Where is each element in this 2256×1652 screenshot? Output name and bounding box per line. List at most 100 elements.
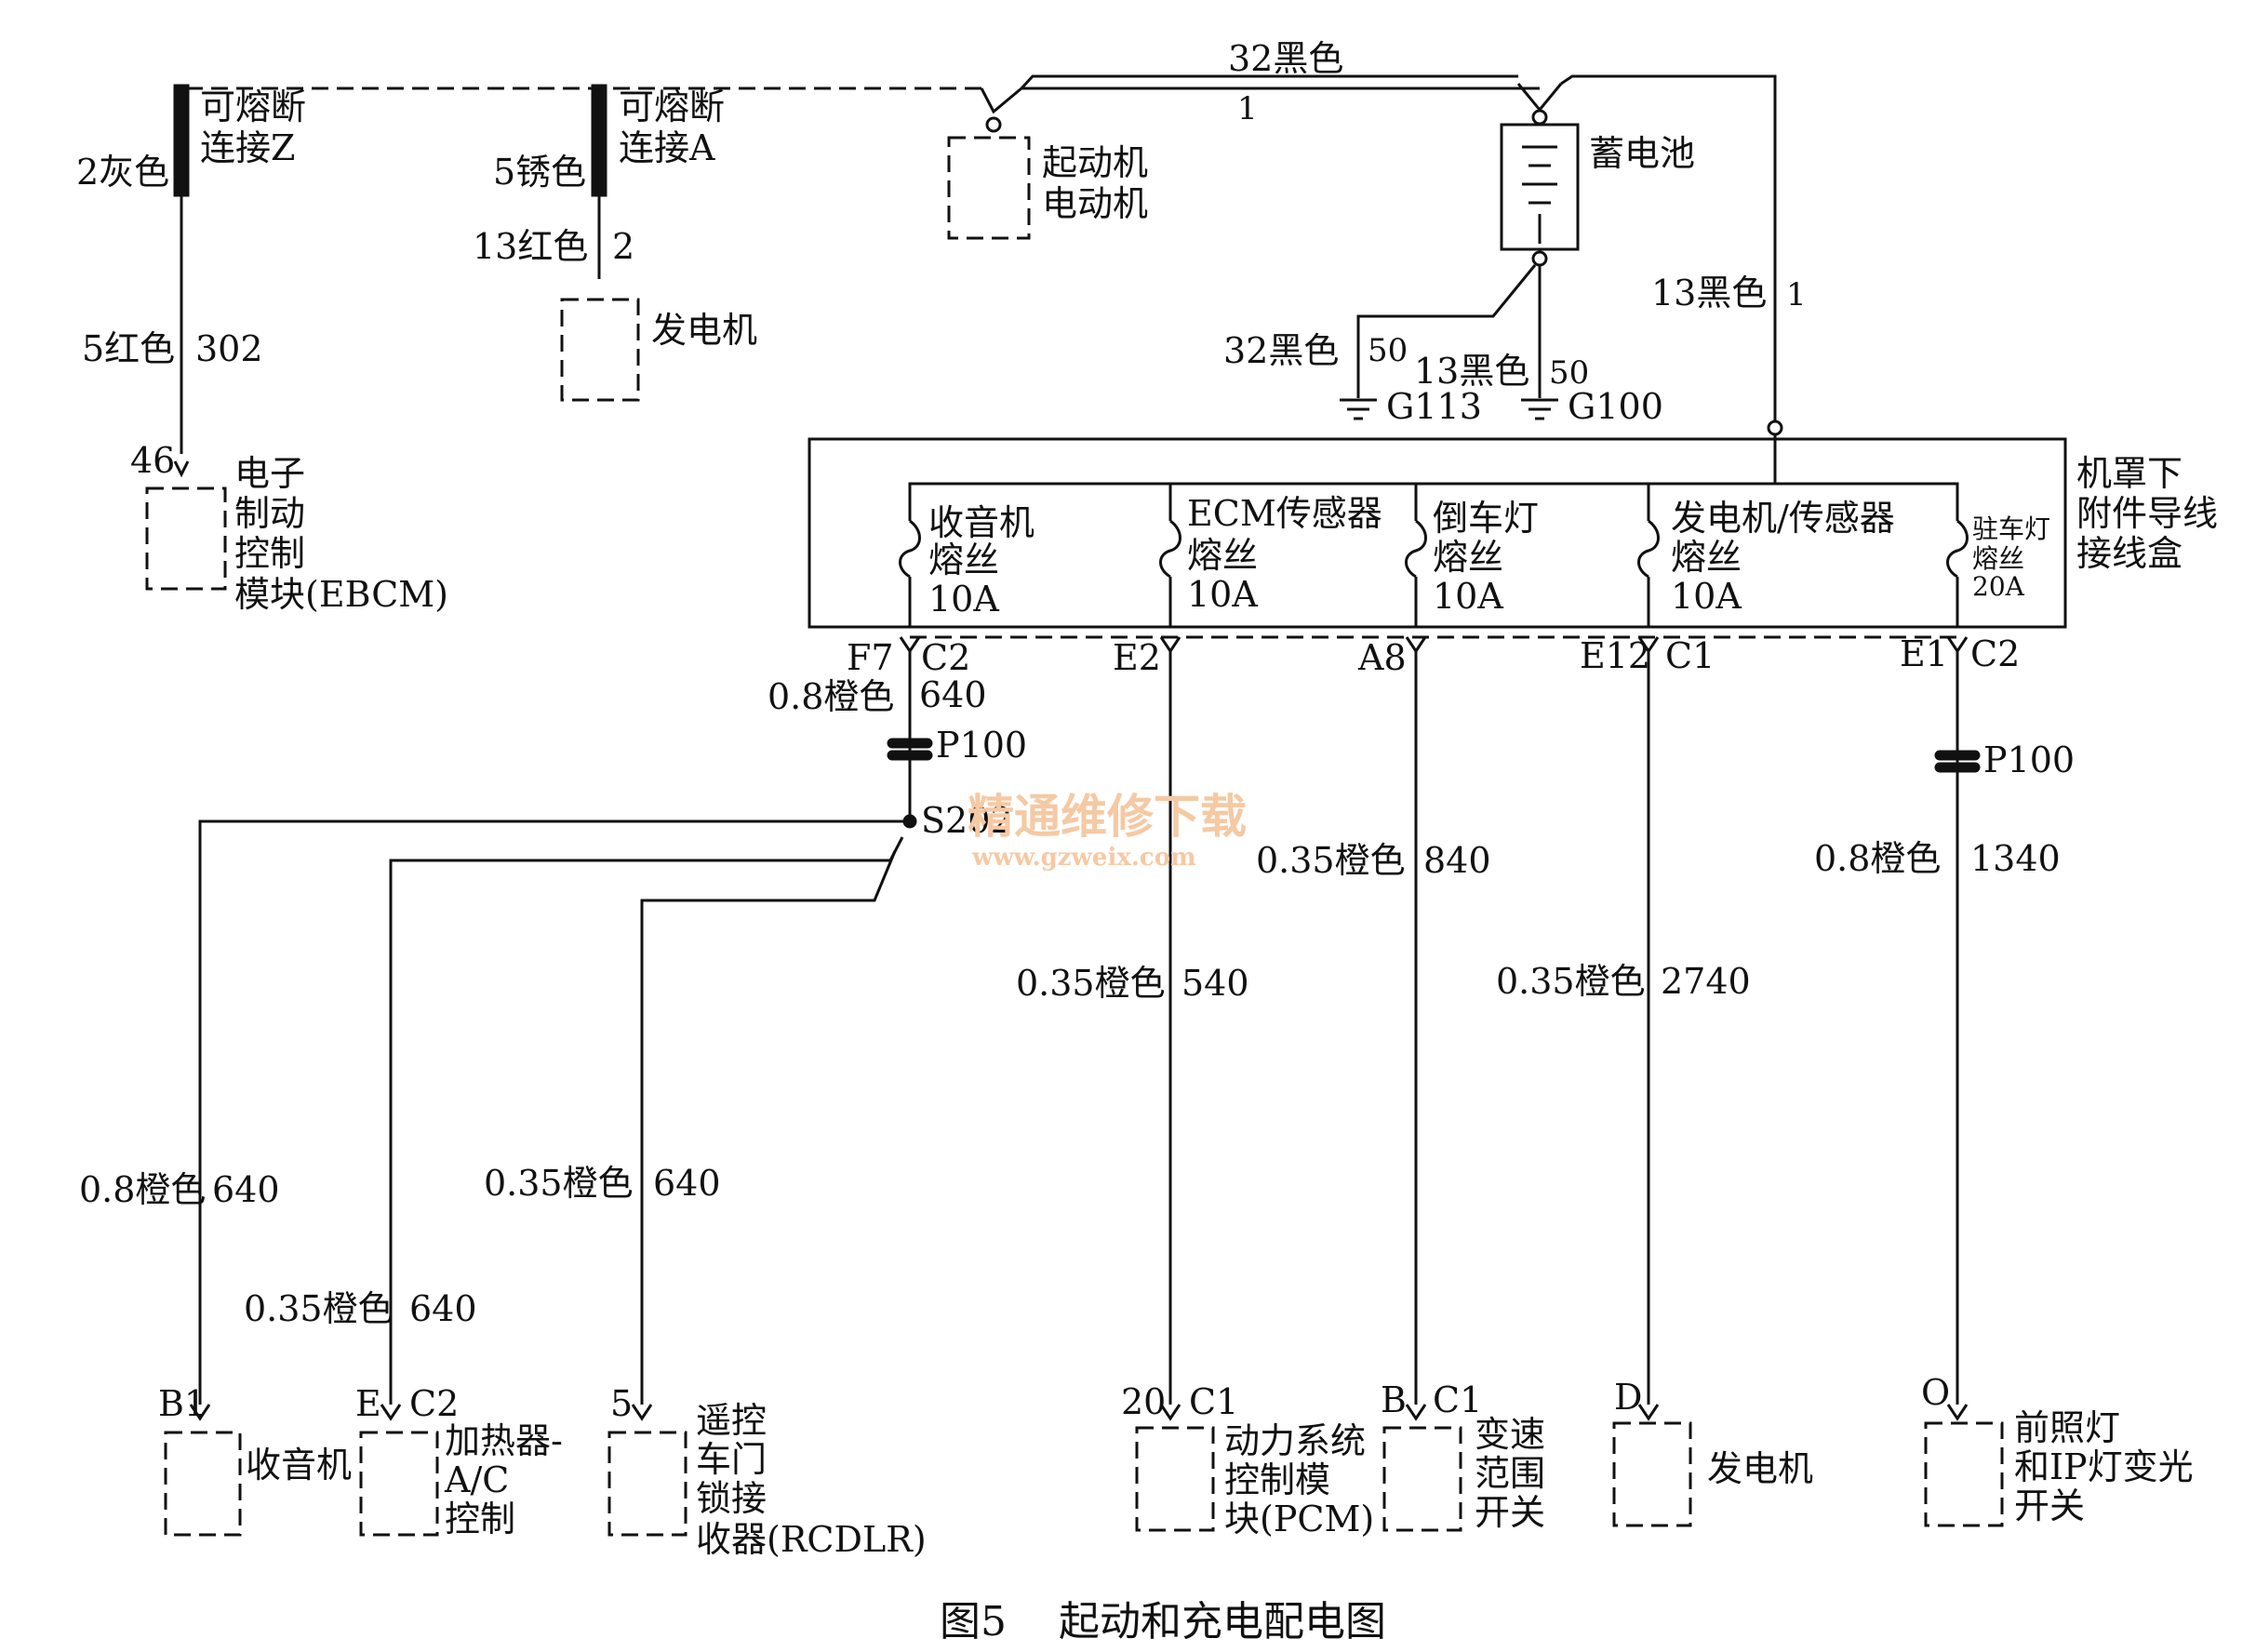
pin-bottom: [189, 1404, 211, 1421]
ebcm-pin-46: [173, 460, 190, 478]
figure-number: 图5: [940, 1598, 1007, 1645]
pin-bottom: [1946, 1404, 1969, 1421]
wire-label: 0.8橙色: [768, 676, 894, 717]
internal-bus: [1775, 482, 1959, 521]
fuse-label: 10A: [1671, 576, 1742, 617]
p100-connector: [887, 738, 933, 749]
pin-bottom: [1159, 1404, 1181, 1421]
load-label: 范围: [1475, 1453, 1545, 1494]
wire-label: 5红色: [82, 328, 175, 369]
wire-label: 5锈色: [493, 152, 586, 193]
load-label: 锁接: [696, 1478, 767, 1519]
battery-label: 蓄电池: [1589, 133, 1695, 174]
connector-label: P100: [936, 725, 1027, 766]
circuit-number: 50: [1549, 354, 1589, 392]
fuse-label: 熔丝: [1187, 535, 1258, 576]
pin-label: E: [355, 1383, 381, 1424]
battery-pos-terminal: [1531, 109, 1548, 126]
load-label: 前照灯: [2014, 1407, 2120, 1448]
wire-label: 32黑色: [1228, 38, 1343, 79]
junction-block-box: [808, 437, 2067, 629]
circuit-number: 1340: [1970, 838, 2061, 879]
load-label: 遥控: [696, 1400, 767, 1441]
fuse-label: ECM传感器: [1187, 493, 1382, 534]
load-generator-box: [1612, 1421, 1692, 1527]
fusible-link-z-element: [173, 84, 190, 197]
connector-label: E1: [1900, 633, 1948, 674]
ground-label: G113: [1386, 386, 1482, 427]
load-label: 收音机: [246, 1445, 352, 1485]
p100-connector: [887, 750, 933, 761]
load-label: 收器(RCDLR): [696, 1519, 927, 1560]
wire-label: 0.35橙色: [1256, 840, 1406, 881]
load-dimmer-box: [1924, 1421, 2004, 1527]
ebcm-box: [145, 486, 227, 591]
connector-label: C1: [1665, 635, 1715, 676]
starter-box: [947, 136, 1031, 240]
load-label: 开关: [2014, 1485, 2085, 1526]
pin-a8: [1405, 636, 1427, 654]
wire-label: 13黑色: [1414, 351, 1529, 392]
fuse-symbol: [1405, 519, 1427, 579]
pin-label: 5: [610, 1383, 633, 1424]
load-label: 动力系统: [1224, 1420, 1366, 1461]
load-rcdlr-box: [607, 1431, 687, 1537]
circuit-number: 640: [653, 1163, 721, 1204]
pin-bottom: [1405, 1404, 1427, 1421]
pin-e1: [1946, 636, 1969, 654]
wire-label: 0.35橙色: [484, 1163, 634, 1204]
wire-label: 32黑色: [1223, 330, 1339, 371]
load-label: 和IP灯变光: [2014, 1446, 2194, 1487]
battery-feed: [1020, 74, 1518, 90]
fusible-link-a-label: 可熔断: [619, 87, 725, 127]
wire-label: 2灰色: [76, 152, 169, 193]
wire-label: 0.8橙色: [79, 1169, 206, 1210]
pin-label: 20: [1121, 1381, 1166, 1422]
fuse-symbol: [1159, 519, 1181, 579]
fuse-symbol: [899, 519, 921, 579]
fuse-label: 驻车灯: [1972, 513, 2050, 544]
battery-box: [1500, 123, 1580, 251]
connector-label: C2: [921, 637, 970, 678]
fuse-label: 熔丝: [1433, 537, 1503, 578]
circuit-number: 50: [1368, 332, 1408, 369]
pin-bottom: [631, 1404, 653, 1421]
load-label: 控制模: [1224, 1459, 1330, 1500]
connector-label: F7: [847, 637, 894, 678]
junction-block-label: 附件导线: [2076, 493, 2218, 534]
load-label: 加热器-: [445, 1420, 563, 1461]
pin-label: B1: [158, 1383, 207, 1424]
load-label: 开关: [1475, 1492, 1545, 1533]
fuse-label: 20A: [1972, 571, 2025, 602]
fuse-label: 熔丝: [928, 540, 999, 580]
load-label: 发电机: [1707, 1448, 1813, 1489]
fuse-label: 10A: [1187, 574, 1258, 615]
fusible-link-z-label: 可熔断: [200, 87, 306, 127]
load-label: 块(PCM): [1224, 1499, 1374, 1539]
starter-label: 电动机: [1042, 183, 1148, 224]
fuse-symbol: [1946, 519, 1969, 579]
ebcm-label: 模块(EBCM): [234, 574, 448, 615]
circuit-number: 840: [1423, 840, 1491, 881]
p100-connector: [1934, 750, 1981, 761]
watermark-url: www.gzweix.com: [971, 844, 1196, 872]
connector-label: P100: [1983, 739, 2075, 780]
connector-label: C1: [1433, 1379, 1482, 1420]
load-range-switch-box: [1382, 1426, 1462, 1532]
pin-label: 46: [130, 440, 175, 481]
fuse-label: 发电机/传感器: [1671, 498, 1895, 539]
wire-radio-branch: [198, 819, 910, 1405]
watermark: 精通维修下载: [968, 789, 1247, 844]
generator-top-box: [560, 298, 640, 402]
p100-connector: [1934, 762, 1981, 773]
wire-label: 0.8橙色: [1814, 838, 1941, 879]
junction-block-label: 机罩下: [2076, 453, 2183, 494]
wire-rcdlr-branch: [640, 850, 897, 1405]
connector-label: C2: [1970, 633, 2020, 674]
figure-caption: 起动和充电配电图: [1059, 1598, 1386, 1645]
circuit-number: 540: [1181, 963, 1249, 1004]
pin-f7: [899, 636, 921, 654]
junction-block-label: 接线盒: [2076, 533, 2183, 574]
fuse-label: 倒车灯: [1433, 498, 1539, 539]
